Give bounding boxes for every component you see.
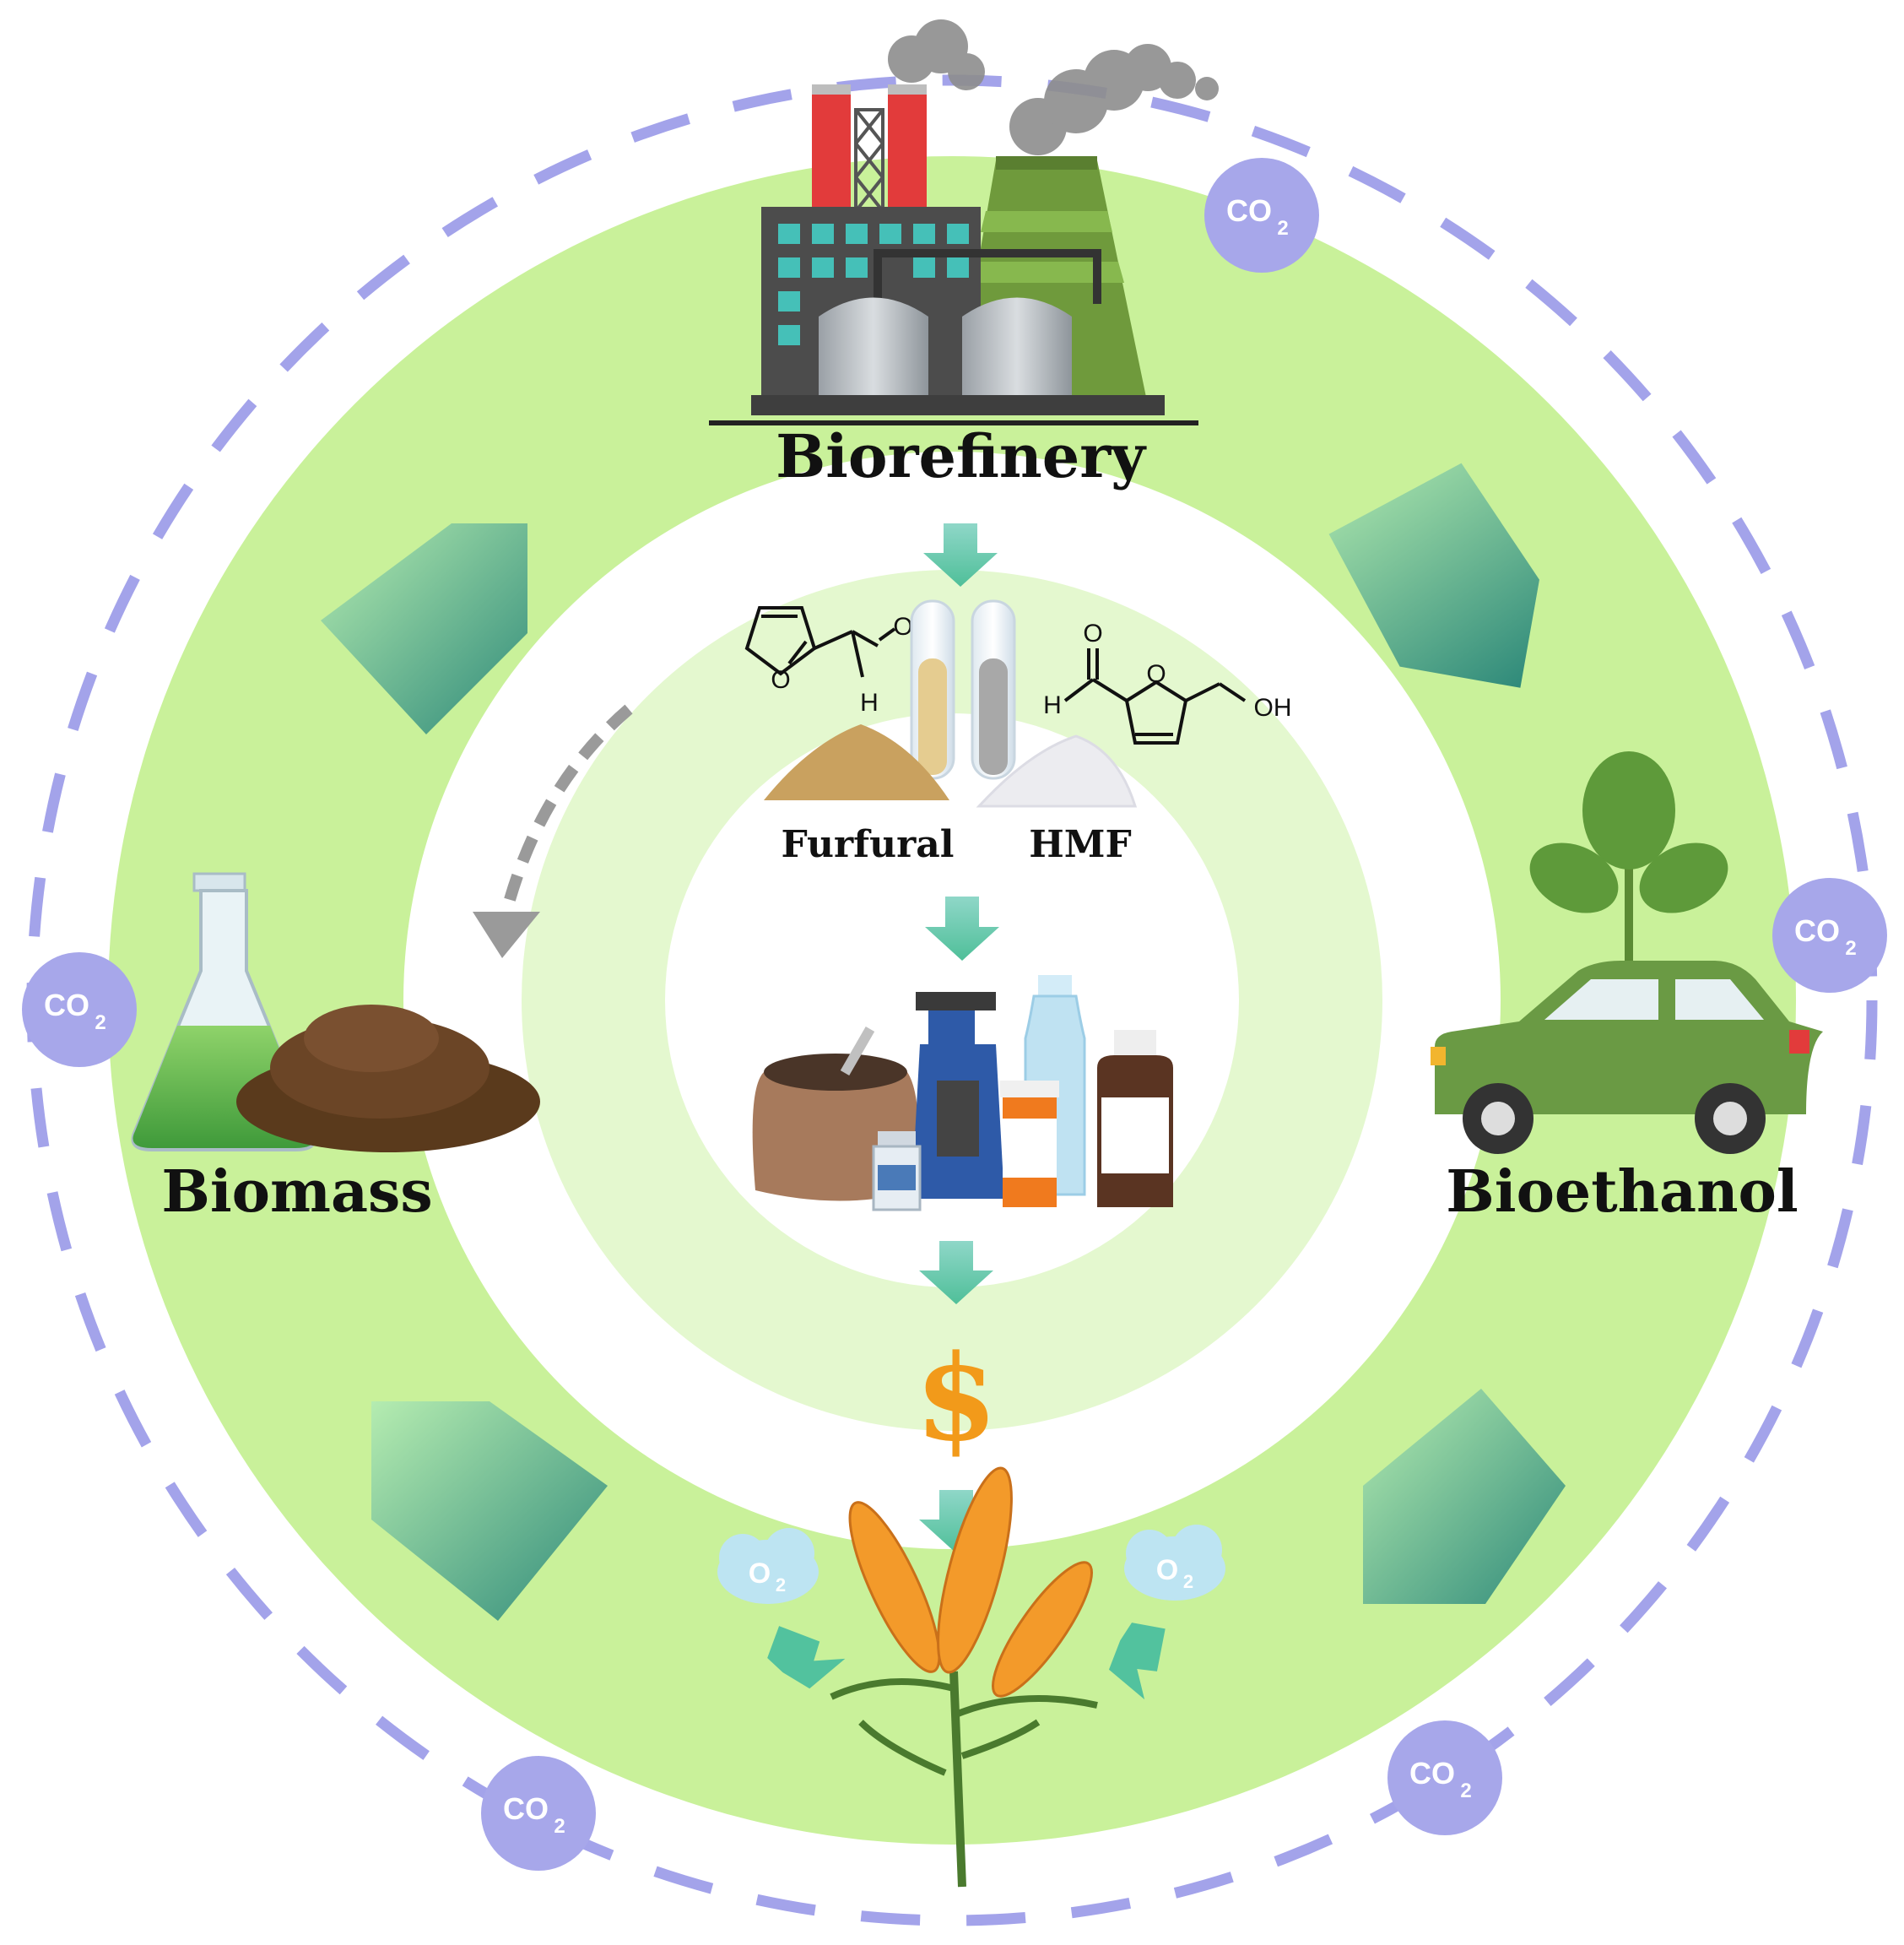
dollar-sign: $	[915, 1330, 997, 1468]
svg-text:CO: CO	[503, 1791, 549, 1826]
svg-text:CO: CO	[44, 988, 89, 1022]
co2-badge-bottom-left: CO 2	[481, 1756, 596, 1871]
car-icon	[1431, 751, 1823, 1154]
svg-text:CO: CO	[1226, 193, 1272, 228]
hmf-structure	[1063, 648, 1247, 745]
down-arrow-4	[919, 1490, 993, 1553]
up-arrow-right	[1108, 1623, 1166, 1700]
svg-text:2: 2	[554, 1815, 565, 1838]
svg-text:O: O	[1156, 1554, 1178, 1586]
chemical-products-icon	[752, 975, 1173, 1211]
furfural-powder-icon	[764, 724, 949, 800]
factory-icon	[709, 19, 1219, 425]
hmf-powder-icon	[976, 734, 1138, 808]
dashed-return-arrow	[473, 704, 633, 958]
svg-text:CO: CO	[1794, 913, 1840, 948]
co2-badge-right: CO 2	[1772, 878, 1887, 993]
furfural-ring-o: O	[771, 666, 790, 694]
hmf-ring-o: O	[1146, 660, 1166, 688]
co2-badge-bottom-right: CO 2	[1387, 1720, 1502, 1835]
hmf-h: H	[1043, 691, 1062, 719]
cycle-arrow-bottom-right	[1363, 1389, 1566, 1604]
furfural-o: O	[893, 613, 912, 641]
co2-badge-top: CO 2	[1204, 158, 1319, 273]
biomass-label: Biomass	[161, 1158, 432, 1226]
svg-text:2: 2	[776, 1574, 786, 1596]
wheat-icon	[830, 1466, 1098, 1888]
down-arrow-1	[923, 523, 998, 587]
furfural-label: Furfural	[782, 823, 955, 866]
bioethanol-label: Bioethanol	[1446, 1158, 1798, 1226]
down-arrow-3	[919, 1241, 993, 1304]
test-tube-furfural-icon	[910, 599, 955, 780]
svg-text:2: 2	[1845, 937, 1856, 960]
svg-text:2: 2	[1277, 217, 1288, 240]
hmf-label: HMF	[1029, 823, 1132, 866]
cycle-arrow-top-right	[1328, 463, 1539, 688]
o2-cloud-left: O 2	[717, 1528, 819, 1604]
biorefinery-label: Biorefinery	[776, 421, 1147, 491]
biomass-pile-icon	[236, 1005, 540, 1152]
furfural-h: H	[860, 689, 879, 717]
svg-text:2: 2	[1460, 1780, 1471, 1802]
hmf-o: O	[1083, 620, 1102, 647]
cycle-arrow-top-left	[321, 523, 527, 734]
test-tube-hmf-icon	[971, 599, 1016, 780]
furfural-structure	[744, 606, 896, 678]
o2-cloud-right: O 2	[1124, 1525, 1225, 1601]
svg-text:CO: CO	[1409, 1756, 1455, 1791]
svg-text:2: 2	[1183, 1571, 1193, 1592]
cycle-arrow-bottom-left	[371, 1401, 608, 1621]
svg-text:O: O	[749, 1558, 771, 1590]
down-arrow-2	[925, 897, 999, 961]
co2-badge-left: CO 2	[22, 952, 137, 1067]
hmf-oh: OH	[1254, 694, 1292, 722]
svg-text:2: 2	[95, 1011, 105, 1034]
up-arrow-left	[767, 1626, 846, 1689]
